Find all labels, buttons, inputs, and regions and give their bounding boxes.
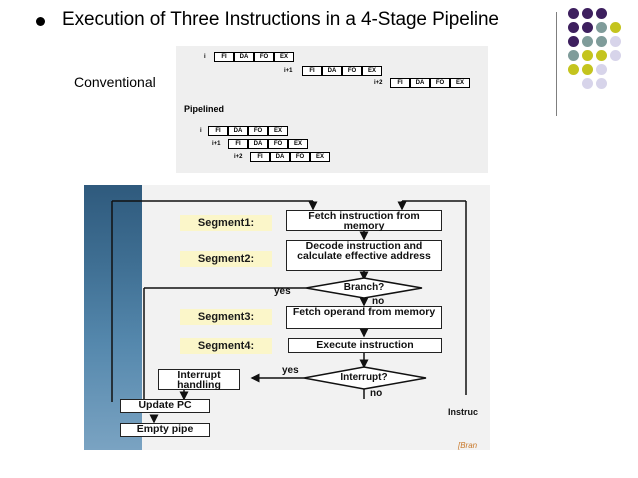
- stage-fi: FI: [228, 139, 248, 149]
- dot-icon: [610, 36, 621, 47]
- dot-icon: [582, 64, 593, 75]
- dot-icon: [596, 8, 607, 19]
- segment2-label: Segment2:: [180, 251, 272, 267]
- dot-icon: [582, 22, 593, 33]
- stage-fo: FO: [268, 139, 288, 149]
- row-label-i1: i+1: [284, 68, 293, 74]
- stage-fo: FO: [430, 78, 450, 88]
- stage-fi: FI: [390, 78, 410, 88]
- row-label-i1: i+1: [212, 141, 221, 147]
- decode-instruction-box: Decode instruction and calculate effecti…: [286, 240, 442, 271]
- stage-ex: EX: [268, 126, 288, 136]
- interrupt-decision-label: Interrupt?: [340, 372, 388, 383]
- dot-icon: [568, 22, 579, 33]
- row-label-i2: i+2: [234, 154, 243, 160]
- update-pc-box: Update PC: [120, 399, 210, 413]
- execute-instruction-box: Execute instruction: [288, 338, 442, 353]
- stage-fi: FI: [208, 126, 228, 136]
- dot-icon: [582, 78, 593, 89]
- branch-yes-label: yes: [274, 286, 291, 297]
- row-label-i2: i+2: [374, 80, 383, 86]
- dot-icon: [582, 36, 593, 47]
- stage-da: DA: [228, 126, 248, 136]
- stage-ex: EX: [288, 139, 308, 149]
- stage-da: DA: [410, 78, 430, 88]
- stage-fi: FI: [302, 66, 322, 76]
- dot-icon: [568, 36, 579, 47]
- dot-icon: [582, 8, 593, 19]
- segment3-label: Segment3:: [180, 309, 272, 325]
- stage-ex: EX: [274, 52, 294, 62]
- dot-icon: [568, 50, 579, 61]
- dot-icon: [596, 50, 607, 61]
- dot-icon: [610, 22, 621, 33]
- interrupt-no-label: no: [370, 388, 383, 399]
- pipeline-timing-table: i FI DA FO EX i+1 FI DA FO EX i+2 FI DA …: [176, 46, 488, 173]
- stage-da: DA: [270, 152, 290, 162]
- dot-icon: [596, 22, 607, 33]
- dot-icon: [596, 78, 607, 89]
- dot-icon: [596, 64, 607, 75]
- stage-da: DA: [248, 139, 268, 149]
- stage-da: DA: [322, 66, 342, 76]
- dot-icon: [568, 8, 579, 19]
- dot-icon: [610, 50, 621, 61]
- fetch-operand-box: Fetch operand from memory: [286, 306, 442, 329]
- citation-text: [Bran: [458, 441, 478, 450]
- stage-fo: FO: [248, 126, 268, 136]
- dot-icon: [568, 64, 579, 75]
- branch-decision-label: Branch?: [343, 282, 385, 293]
- fetch-instruction-box: Fetch instruction from memory: [286, 210, 442, 231]
- flowchart-connectors: [111, 200, 467, 424]
- dot-icon: [596, 36, 607, 47]
- dot-icon: [582, 50, 593, 61]
- stage-fo: FO: [254, 52, 274, 62]
- conventional-label: Conventional: [74, 74, 156, 90]
- empty-pipe-box: Empty pipe: [120, 423, 210, 437]
- row-label-i: i: [200, 128, 202, 134]
- stage-fi: FI: [250, 152, 270, 162]
- stage-ex: EX: [450, 78, 470, 88]
- stage-ex: EX: [362, 66, 382, 76]
- slide-title: Execution of Three Instructions in a 4-S…: [62, 9, 499, 30]
- stage-fi: FI: [214, 52, 234, 62]
- stage-da: DA: [234, 52, 254, 62]
- pipeline-flowchart: Segment1: Segment2: Segment3: Segment4: …: [84, 185, 490, 450]
- dot-grid-decoration: [562, 8, 638, 89]
- segment1-label: Segment1:: [180, 215, 272, 231]
- row-label-i: i: [204, 54, 206, 60]
- bullet-icon: [36, 17, 45, 26]
- stage-fo: FO: [290, 152, 310, 162]
- branch-no-label: no: [372, 296, 385, 307]
- interrupt-yes-label: yes: [282, 365, 299, 376]
- stage-fo: FO: [342, 66, 362, 76]
- cut-off-text: Instruc: [448, 407, 479, 417]
- stage-ex: EX: [310, 152, 330, 162]
- pipelined-label: Pipelined: [184, 104, 225, 114]
- divider-line: [556, 12, 557, 116]
- segment4-label: Segment4:: [180, 338, 272, 354]
- interrupt-handling-box: Interrupt handling: [158, 369, 240, 390]
